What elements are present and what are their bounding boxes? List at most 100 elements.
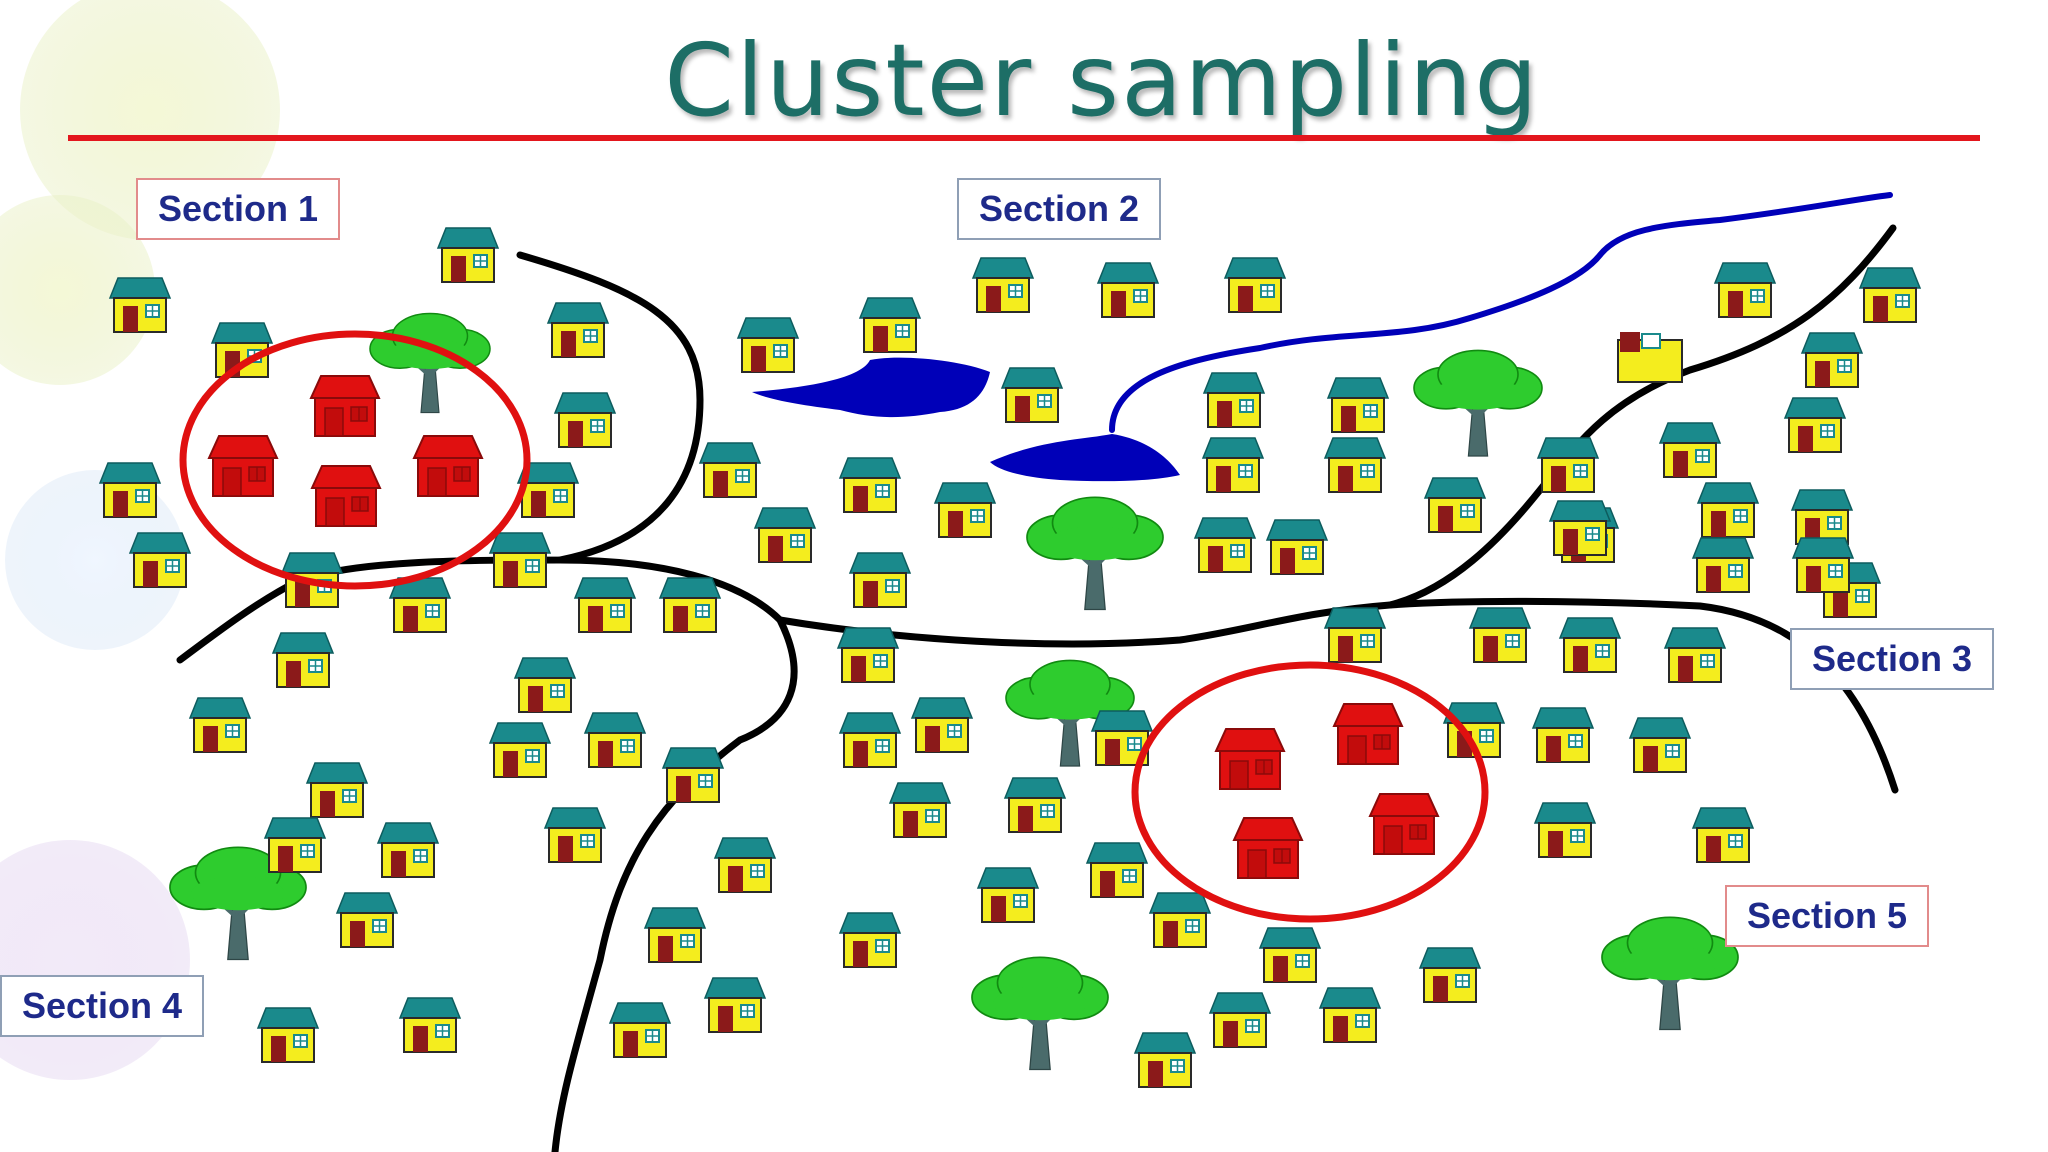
house-icon <box>1202 437 1264 493</box>
house-icon <box>574 577 636 633</box>
house-icon <box>737 317 799 373</box>
house-icon <box>129 532 191 588</box>
house-icon <box>1629 717 1691 773</box>
house-icon <box>489 722 551 778</box>
section-1-label: Section 1 <box>136 178 341 240</box>
house-icon <box>1209 992 1271 1048</box>
sampled-house-icon <box>1369 793 1439 855</box>
lake <box>990 434 1180 482</box>
house-icon <box>839 457 901 513</box>
house-icon <box>1324 437 1386 493</box>
house-icon <box>189 697 251 753</box>
house-icon <box>972 257 1034 313</box>
house-icon <box>1792 537 1854 593</box>
house-icon <box>609 1002 671 1058</box>
tree-icon <box>972 957 1108 1069</box>
section-4-label: Section 4 <box>0 975 205 1037</box>
house-icon <box>839 912 901 968</box>
house-icon <box>544 807 606 863</box>
house-icon <box>1419 947 1481 1003</box>
house-icon <box>514 657 576 713</box>
house-icon <box>837 627 899 683</box>
house-icon <box>547 302 609 358</box>
house-icon <box>1532 707 1594 763</box>
house-icon <box>1664 627 1726 683</box>
house-icon <box>272 632 334 688</box>
house-icon <box>1327 377 1389 433</box>
section-5-label: Section 5 <box>1725 885 1930 947</box>
lake <box>752 357 990 418</box>
house-icon <box>1659 422 1721 478</box>
house-icon <box>1086 842 1148 898</box>
cluster-ring <box>1131 661 1489 923</box>
house-icon <box>1692 537 1754 593</box>
tree-icon <box>1027 497 1163 609</box>
cluster-ring <box>179 330 531 590</box>
sampled-house-icon <box>1215 728 1285 790</box>
title-underline <box>68 135 1980 141</box>
house-icon <box>1424 477 1486 533</box>
house-icon <box>1203 372 1265 428</box>
house-icon <box>489 532 551 588</box>
house-icon <box>754 507 816 563</box>
house-icon <box>1319 987 1381 1043</box>
house-icon <box>554 392 616 448</box>
house-icon <box>336 892 398 948</box>
house-icon <box>1469 607 1531 663</box>
house-icon <box>1266 519 1328 575</box>
page-title: Cluster sampling <box>664 22 1540 139</box>
house-icon <box>839 712 901 768</box>
house-icon <box>1259 927 1321 983</box>
house-icon <box>1224 257 1286 313</box>
house-icon <box>1537 437 1599 493</box>
house-icon <box>1134 1032 1196 1088</box>
house-icon <box>109 277 171 333</box>
tree-icon <box>1414 350 1542 456</box>
house-icon <box>389 577 451 633</box>
section-3-label: Section 3 <box>1790 628 1995 690</box>
tree-icon <box>1602 917 1738 1029</box>
house-icon <box>1791 489 1853 545</box>
house-icon <box>911 697 973 753</box>
house-icon <box>1004 777 1066 833</box>
sampled-house-icon <box>1233 817 1303 879</box>
sampled-house-icon <box>310 375 380 437</box>
house-icon <box>977 867 1039 923</box>
house-icon <box>1784 397 1846 453</box>
decor-bubble <box>0 195 155 385</box>
trees <box>170 311 1738 1070</box>
house-icon <box>704 977 766 1033</box>
section-boundary-roads <box>176 224 1899 1152</box>
house-icon <box>1194 517 1256 573</box>
house-icon <box>1617 332 1683 383</box>
house-icon <box>1697 482 1759 538</box>
house-icon <box>934 482 996 538</box>
house-icon <box>714 837 776 893</box>
sampled-house-icon <box>1333 703 1403 765</box>
sampled-house-icon <box>208 435 278 497</box>
section-2-label: Section 2 <box>957 178 1162 240</box>
house-icon <box>584 712 646 768</box>
road <box>1386 224 1897 609</box>
house-icon <box>659 577 721 633</box>
sampled-house-icon <box>413 435 483 497</box>
house-icon <box>1097 262 1159 318</box>
house-icon <box>662 747 724 803</box>
house-icon <box>1801 332 1863 388</box>
house-icon <box>1324 607 1386 663</box>
house-icon <box>859 297 921 353</box>
house-icon <box>644 907 706 963</box>
house-icon <box>377 822 439 878</box>
house-icon <box>849 552 911 608</box>
house-icon <box>1714 262 1776 318</box>
house-icon <box>437 227 499 283</box>
house-icon <box>699 442 761 498</box>
tree-icon <box>368 311 492 415</box>
house-icon <box>1549 500 1611 556</box>
road <box>551 556 798 1152</box>
house-icon <box>1559 617 1621 673</box>
house-icon <box>1149 892 1211 948</box>
house-icon <box>889 782 951 838</box>
house-icon <box>264 817 326 873</box>
